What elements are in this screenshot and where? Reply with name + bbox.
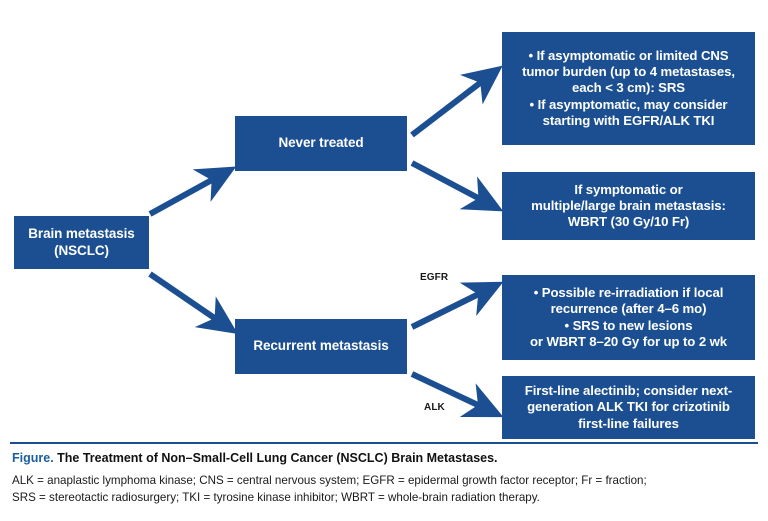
recurrent-metastasis-node-label: Recurrent metastasis [253, 338, 389, 354]
flowchart-diagram: Brain metastasis (NSCLC) Never treated R… [14, 32, 755, 439]
symptomatic-wbrt-node: If symptomatic or multiple/large brain m… [502, 172, 755, 240]
brain-metastasis-node-label: Brain metastasis (NSCLC) [28, 226, 135, 258]
brain-metastasis-node: Brain metastasis (NSCLC) [14, 216, 149, 269]
never-treated-node: Never treated [235, 116, 407, 171]
abbreviation-footnote-line-1: ALK = anaplastic lymphoma kinase; CNS = … [12, 474, 647, 487]
edge-label-alk: ALK [424, 402, 445, 413]
symptomatic-wbrt-node-label: If symptomatic or multiple/large brain m… [531, 181, 726, 230]
asymptomatic-srs-node-label: • If asymptomatic or limited CNS tumor b… [522, 48, 735, 128]
alectinib-node: First-line alectinib; consider next- gen… [502, 376, 755, 439]
recurrent-metastasis-node: Recurrent metastasis [235, 319, 407, 374]
re-irradiation-node-label: • Possible re-irradiation if local recur… [529, 285, 728, 349]
re-irradiation-node: • Possible re-irradiation if local recur… [502, 275, 755, 360]
arrow-root-to-never-treated [148, 166, 237, 217]
never-treated-node-label: Never treated [278, 135, 364, 151]
edge-label-egfr: EGFR [420, 272, 449, 283]
figure-caption-prefix: Figure. [12, 451, 54, 465]
figure-caption-title: The Treatment of Non–Small-Cell Lung Can… [57, 451, 498, 465]
figure-caption: Figure. The Treatment of Non–Small-Cell … [12, 451, 498, 465]
asymptomatic-srs-node: • If asymptomatic or limited CNS tumor b… [502, 32, 755, 145]
arrow-never-to-wbrt [410, 160, 504, 212]
arrow-root-to-recurrent [148, 271, 238, 335]
abbreviation-footnote-line-2: SRS = stereotactic radiosurgery; TKI = t… [12, 491, 540, 504]
arrow-recurrent-to-reirradiation [410, 281, 504, 330]
caption-block: Figure. The Treatment of Non–Small-Cell … [0, 440, 768, 521]
caption-divider [10, 442, 758, 444]
arrow-never-to-asymptomatic [410, 65, 503, 138]
alectinib-node-label: First-line alectinib; consider next- gen… [524, 383, 733, 431]
